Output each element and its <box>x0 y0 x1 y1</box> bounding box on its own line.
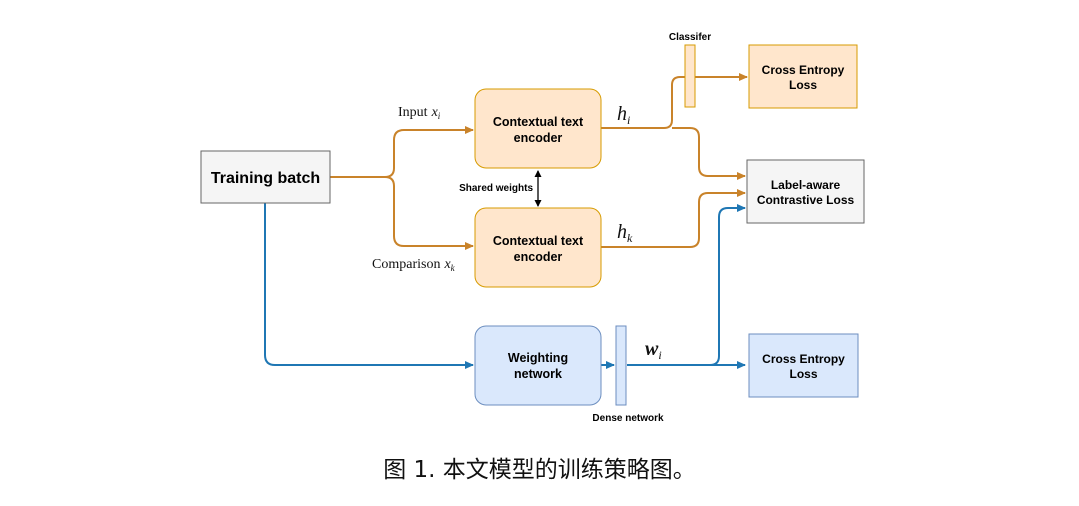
dense-network-label: Dense network <box>592 413 664 424</box>
contrastive-loss-label-line2: Contrastive Loss <box>757 193 855 207</box>
ce-loss-bottom-label-line2: Loss <box>789 367 817 381</box>
h-i-label: hi <box>617 103 630 127</box>
edge-encoder-bottom-to-contrastive-loss <box>601 189 746 248</box>
weighting-network-node: Weighting network <box>474 325 602 406</box>
weighting-network-label-line2: network <box>514 367 562 381</box>
edge-dense-to-contrastive-loss <box>709 204 746 366</box>
classifier-node: Classifer <box>669 32 711 108</box>
edge-batch-to-encoder-top <box>330 126 474 178</box>
edge-encoder-top-to-classifier <box>601 76 685 129</box>
training-batch-node: Training batch <box>200 150 331 204</box>
encoder-bottom-label-line2: encoder <box>514 250 563 264</box>
contrastive-loss-label-line1: Label-aware <box>771 178 841 192</box>
ce-loss-bottom-node: Cross Entropy Loss <box>748 333 859 398</box>
ce-loss-bottom-label-line1: Cross Entropy <box>762 352 845 366</box>
training-strategy-diagram: Shared weights Training batch Contextual… <box>200 32 865 424</box>
edge-encoder-top-to-contrastive-loss <box>672 127 746 180</box>
edge-batch-to-weighting-network <box>264 203 474 369</box>
encoder-top-label-line1: Contextual text <box>493 115 584 129</box>
h-k-label: hk <box>617 221 633 245</box>
figure-caption: 图 1. 本文模型的训练策略图。 <box>383 457 696 483</box>
edge-batch-to-encoder-bottom <box>384 176 474 250</box>
ce-loss-top-node: Cross Entropy Loss <box>748 44 858 109</box>
encoder-bottom-node: Contextual text encoder <box>474 207 602 288</box>
dense-network-node: Dense network <box>592 325 664 424</box>
encoder-top-node: Contextual text encoder <box>474 88 602 169</box>
ce-loss-top-label-line2: Loss <box>789 78 817 92</box>
contrastive-loss-node: Label-aware Contrastive Loss <box>746 159 865 224</box>
w-i-label: wi <box>645 338 662 362</box>
shared-weights-label: Shared weights <box>459 183 533 194</box>
classifier-label: Classifer <box>669 32 711 43</box>
encoder-bottom-label-line1: Contextual text <box>493 234 584 248</box>
weighting-network-label-line1: Weighting <box>508 351 568 365</box>
training-batch-label: Training batch <box>211 170 320 187</box>
encoder-top-label-line2: encoder <box>514 131 563 145</box>
ce-loss-top-label-line1: Cross Entropy <box>762 63 845 77</box>
